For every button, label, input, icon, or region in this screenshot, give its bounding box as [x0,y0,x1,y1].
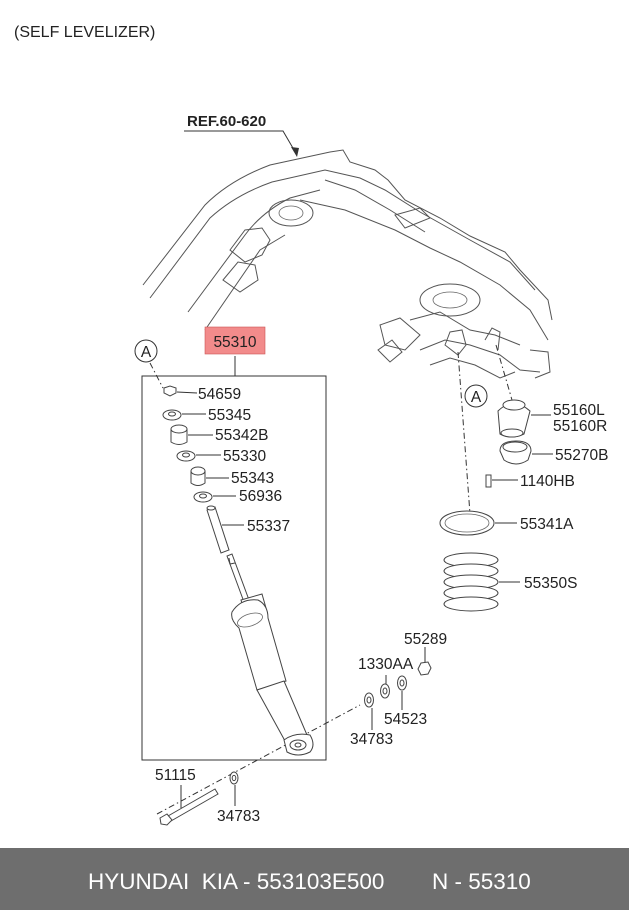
nut-34783-lower [229,771,239,806]
svg-text:A: A [471,389,482,406]
label-55160R: 55160R [553,418,607,435]
bushing-55343 [190,466,229,486]
washer-55345 [162,409,206,421]
highlight-box [204,326,266,355]
label-55337: 55337 [247,518,290,535]
callout-a-left[interactable]: A [134,339,164,389]
shock-kit-group [141,356,327,761]
footer-brand-part: HYUNDAI KIA - 553103E500 [88,869,385,894]
shock-kit-frame [141,375,327,761]
highlight-part-number: 55310 [213,334,256,351]
reference-leader [184,130,298,156]
washer-55330 [176,450,221,462]
label-55343: 55343 [231,470,274,487]
label-54523: 54523 [384,711,427,728]
reference-callout[interactable]: REF.60-620 [184,113,299,157]
assembly-line-bolt [156,704,361,815]
bolt-1140HB [485,474,518,488]
bushing-55342B [170,424,213,445]
label-55289: 55289 [404,631,447,648]
washer-1330AA [380,675,390,699]
label-1330AA: 1330AA [358,656,414,673]
footer-bar: HYUNDAI KIA - 553103E500 N - 55310 [0,848,629,910]
label-54659: 54659 [198,386,241,403]
washer-34783-upper [364,692,374,730]
coil-spring-55350S [443,552,520,612]
label-55342B: 55342B [215,427,268,444]
label-56936: 56936 [239,488,282,505]
nut-54659 [163,385,198,397]
label-34783-lower: 34783 [217,808,260,825]
label-55350S: 55350S [524,575,577,592]
reference-label: REF.60-620 [187,113,266,130]
spring-seat-bracket [497,399,551,438]
svg-text:A: A [141,344,152,361]
label-55345: 55345 [208,407,251,424]
bolt-51115 [159,785,219,826]
label-55341A: 55341A [520,516,574,533]
label-34783-upper: 34783 [350,731,393,748]
label-51115: 51115 [155,767,196,784]
washer-56936 [193,491,236,503]
highlighted-part[interactable]: 55310 [204,326,266,355]
spring-pad-55341A [439,510,517,536]
dust-tube-55337 [206,505,244,554]
label-1140HB: 1140HB [520,473,575,490]
vehicle-body-frame [142,149,553,379]
shock-absorber [226,553,314,756]
callout-a-right[interactable]: A [464,384,488,408]
label-55160L: 55160L [553,402,605,419]
footer-part-number: N - 55310 [432,869,531,894]
assembly-line-spring [457,351,471,515]
bumper-55270B [499,440,553,465]
washer-54523 [397,675,407,710]
label-55270B: 55270B [555,447,608,464]
nut-55289 [417,647,432,676]
assembly-line-bracket [495,344,513,401]
label-55330: 55330 [223,448,266,465]
reference-arrowhead [291,147,299,157]
header-note: (SELF LEVELIZER) [14,24,155,41]
